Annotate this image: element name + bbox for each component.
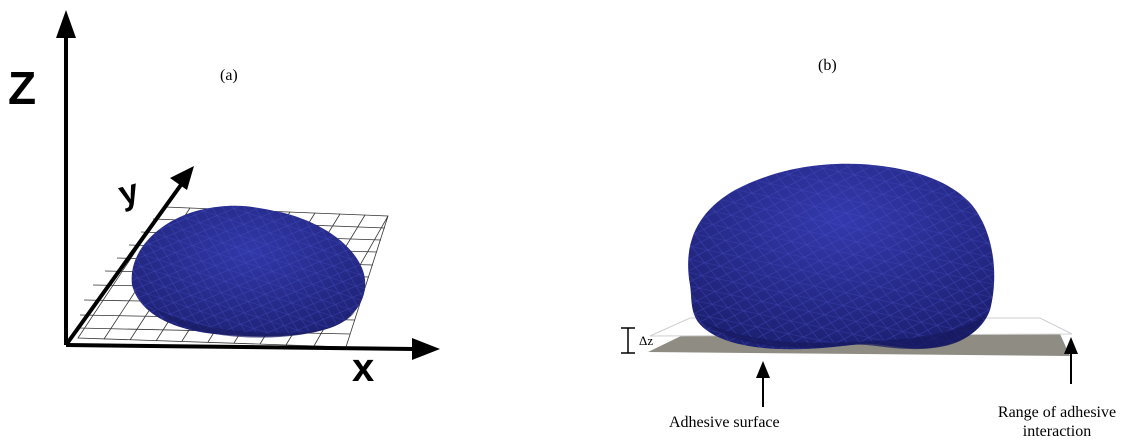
cell-a [131, 205, 366, 338]
y-axis-arrowhead [170, 166, 194, 190]
x-axis-label: x [352, 346, 374, 390]
panel-b-label: (b) [818, 57, 837, 74]
x-axis-arrowhead [412, 338, 440, 360]
range-label-line2: interaction [1023, 423, 1091, 440]
axes [56, 10, 440, 360]
y-axis-line [64, 180, 185, 347]
adhesive-surface-arrow [756, 361, 770, 407]
z-axis-arrowhead [56, 10, 76, 38]
panel-a-label: (a) [220, 67, 238, 84]
cell-b [688, 163, 995, 350]
adhesive-surface-label: Adhesive surface [669, 414, 780, 431]
x-axis-line [65, 343, 416, 351]
y-axis-label: y [115, 172, 143, 214]
delta-z-label: Δz [639, 333, 653, 348]
range-arrow [1064, 337, 1078, 384]
panel-b: (b) Δz Adhesive surface Range of adhes [621, 57, 1116, 440]
range-label-line1: Range of adhesive [998, 404, 1116, 421]
delta-z-bracket [621, 327, 635, 354]
panel-a: (a) [8, 10, 440, 390]
z-axis-label: Z [8, 62, 36, 114]
